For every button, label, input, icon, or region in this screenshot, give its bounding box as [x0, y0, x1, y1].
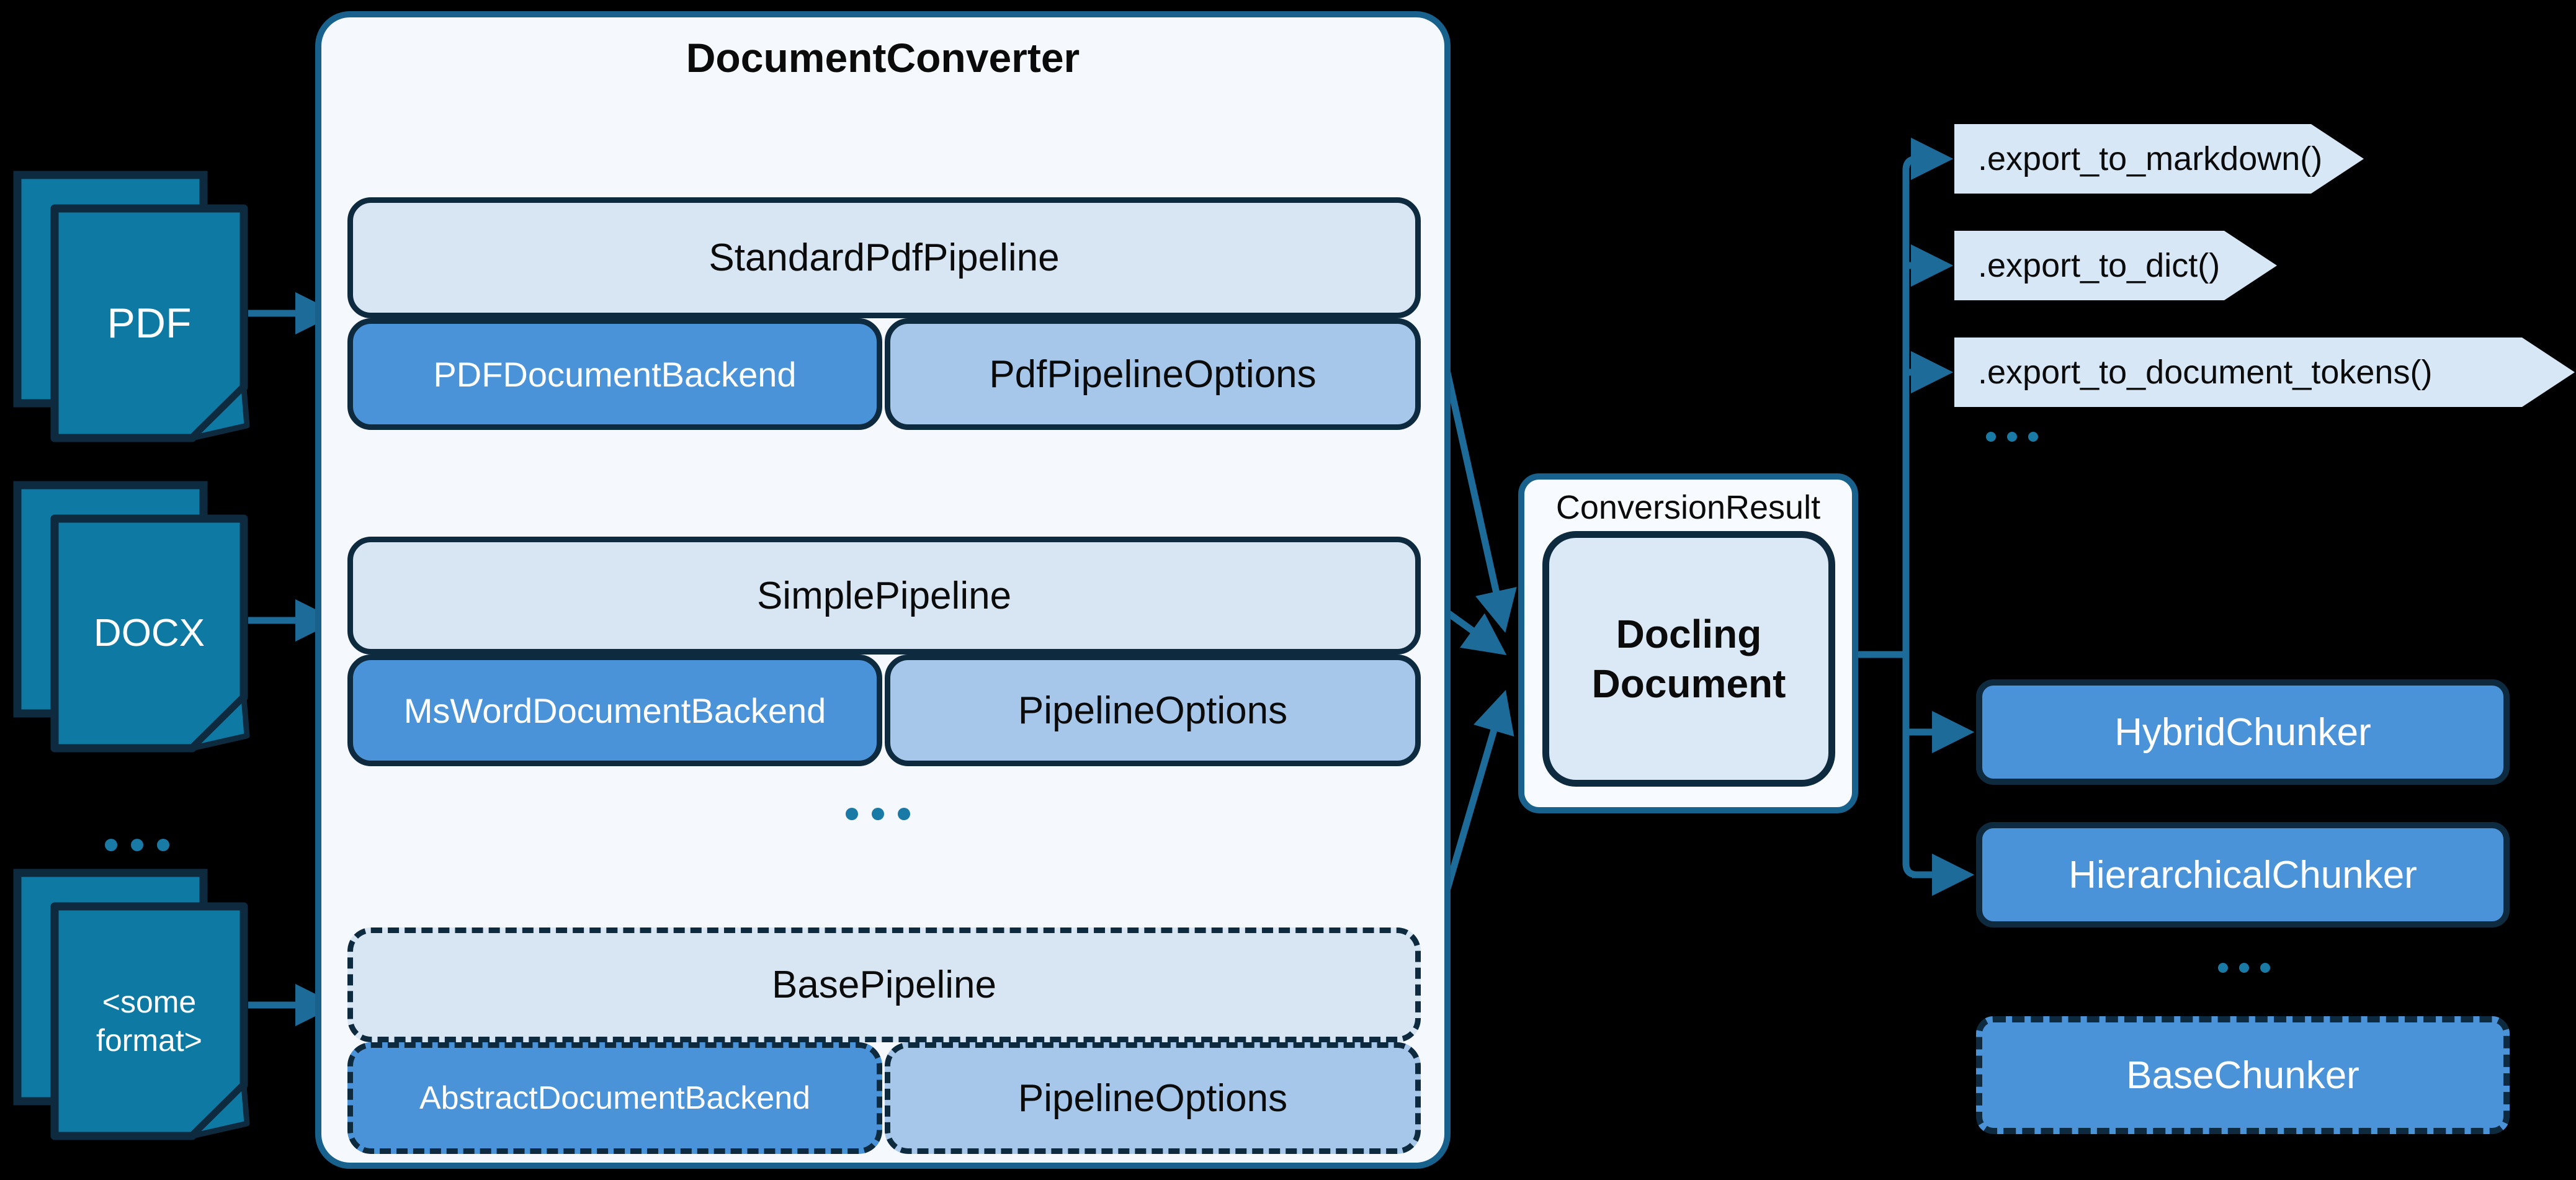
some-format-label: <some format> — [55, 906, 244, 1136]
msword-document-backend-box: MsWordDocumentBackend — [347, 655, 882, 766]
export-to-dict-chevron: .export_to_dict() — [1954, 231, 2277, 300]
hybrid-chunker-box: HybridChunker — [1976, 679, 2510, 785]
docling-document-line1: Docling — [1616, 612, 1762, 656]
export-to-document-tokens-chevron: .export_to_document_tokens() — [1954, 337, 2575, 407]
document-converter-title: DocumentConverter — [686, 35, 1080, 81]
exports-ellipsis — [1980, 432, 2044, 442]
base-pipeline-box: BasePipeline — [347, 927, 1421, 1042]
export-to-markdown-chevron: .export_to_markdown() — [1954, 124, 2364, 194]
some-format-document-icon — [13, 869, 250, 1140]
pipeline-options-box: PipelineOptions — [885, 655, 1421, 766]
base-chunker-box: BaseChunker — [1976, 1016, 2510, 1134]
base-pipeline-options-box: PipelineOptions — [885, 1042, 1421, 1154]
simple-pipeline-box: SimplePipeline — [347, 537, 1421, 655]
chunkers-ellipsis — [2212, 963, 2276, 973]
docx-label-text: DOCX — [93, 612, 205, 655]
pdf-label: PDF — [55, 208, 244, 438]
docling-document-line2: Document — [1591, 661, 1786, 706]
docx-document-icon — [13, 481, 250, 753]
docling-document-box: Docling Document — [1542, 531, 1835, 787]
standard-pdf-pipeline-box: StandardPdfPipeline — [347, 197, 1421, 318]
converter-ellipsis — [839, 808, 917, 820]
abstract-document-backend-box: AbstractDocumentBackend — [347, 1042, 882, 1154]
docx-label: DOCX — [55, 519, 244, 748]
pdf-pipeline-options-box: PdfPipelineOptions — [885, 318, 1421, 430]
some-format-label-line2: format> — [96, 1023, 202, 1058]
pdf-document-icon — [13, 171, 250, 442]
conversion-result-label: ConversionResult — [1555, 489, 1821, 526]
some-format-label-line1: <some — [102, 984, 197, 1019]
pdf-label-text: PDF — [107, 299, 192, 347]
inputs-ellipsis — [98, 839, 176, 851]
pdf-document-backend-box: PDFDocumentBackend — [347, 318, 882, 430]
hierarchical-chunker-box: HierarchicalChunker — [1976, 822, 2510, 927]
